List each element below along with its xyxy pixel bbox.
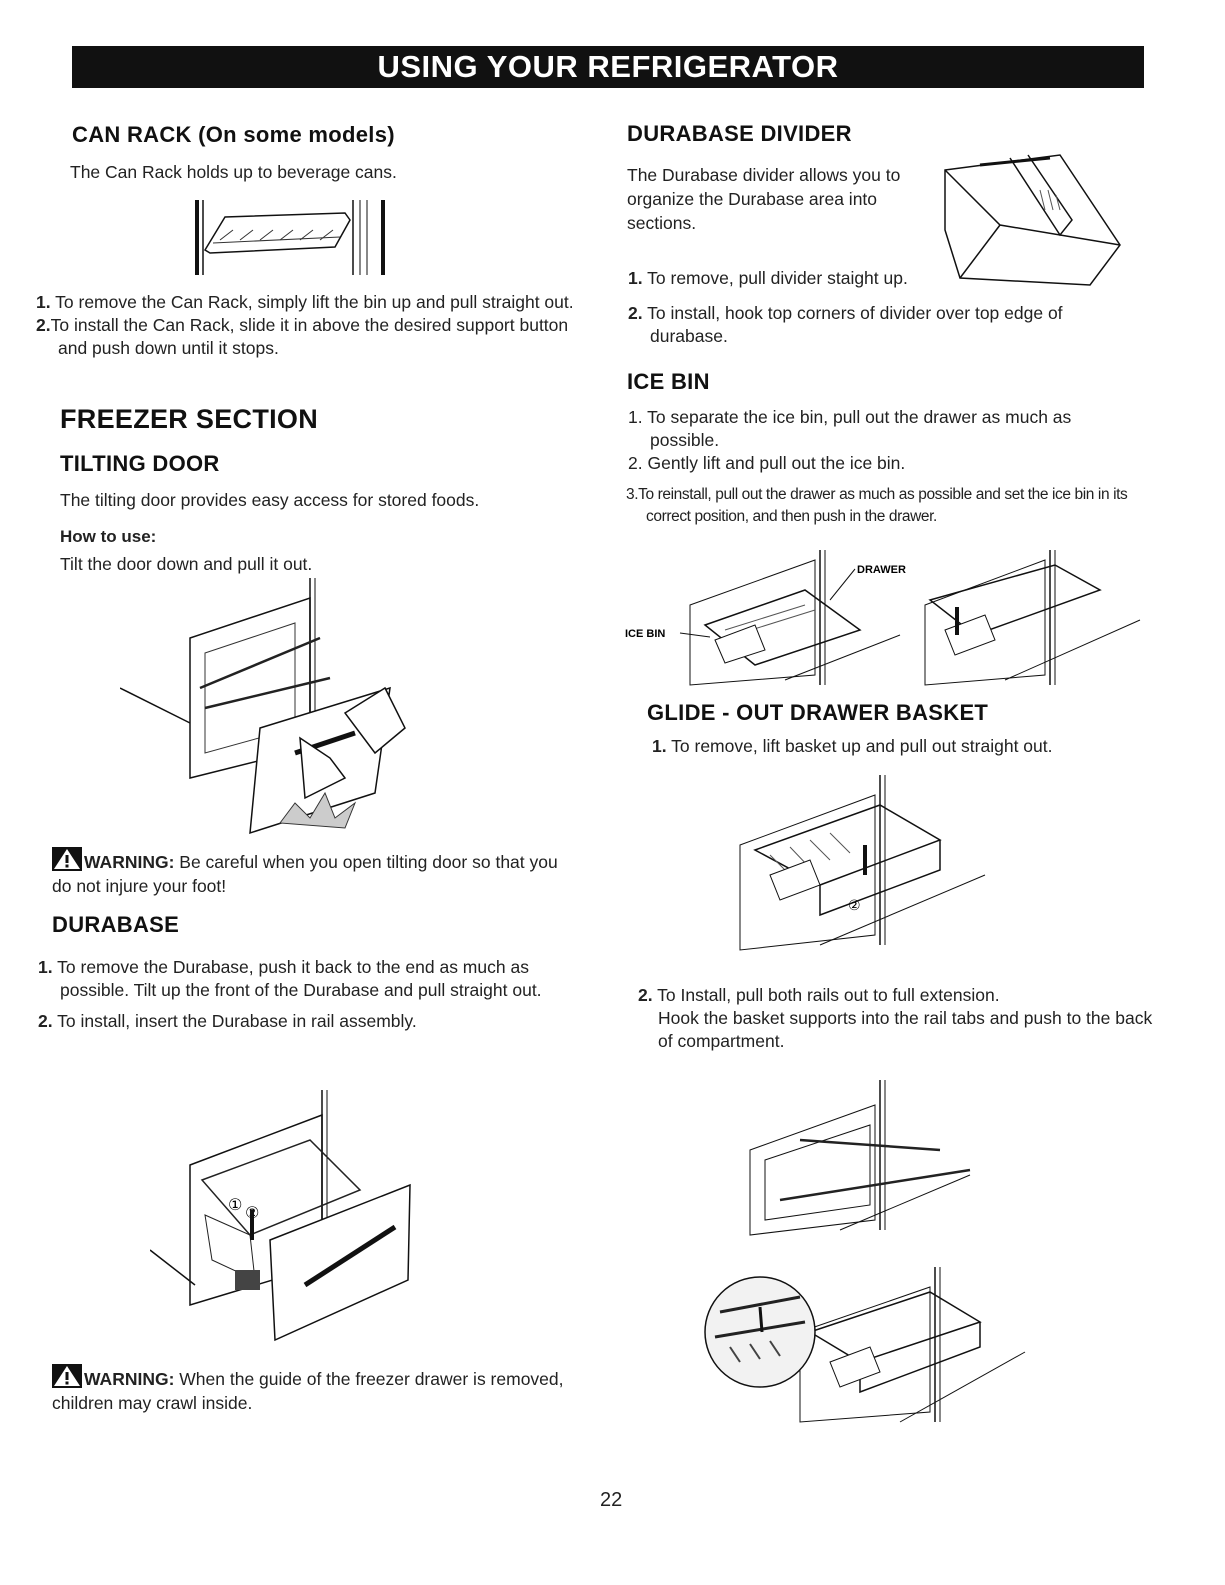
warning-tilting-door: WARNING: Be careful when you open tiltin… [52,847,572,898]
durabase-divider-intro: The Durabase divider allows you to organ… [627,165,901,233]
tilting-door-illustration [120,578,410,838]
durabase-steps: 1. To remove the Durabase, push it back … [36,956,566,1033]
page-number: 22 [600,1489,623,1511]
glide-out-step2: 2. To Install, pull both rails out to fu… [636,984,1156,1053]
warning-label: WARNING: [84,1369,175,1389]
drawer-label: DRAWER [857,564,906,576]
ice-bin-steps: 1. To separate the ice bin, pull out the… [626,406,1141,528]
warning-text: When the guide of the freezer drawer is … [52,1369,564,1413]
warning-freezer-guide: WARNING: When the guide of the freezer d… [52,1364,572,1415]
glide-out-title: GLIDE - OUT DRAWER BASKET [647,700,989,725]
ice-bin-illustration: ICE BIN DRAWER [625,545,1145,690]
svg-text:②: ② [848,898,861,914]
durabase-illustration: ① ② [150,1085,420,1350]
how-to-use-label: How to use: [60,527,157,546]
list-item: 1. To separate the ice bin, pull out the… [628,407,1072,450]
tilting-door-intro: The tilting door provides easy access fo… [60,490,480,510]
can-rack-title: CAN RACK (On some models) [72,122,395,147]
list-item: 2. To install, insert the Durabase in ra… [38,1011,417,1031]
list-item: 3.To reinstall, pull out the drawer as m… [626,486,1128,525]
can-rack-illustration [185,195,395,280]
list-item: 1. To remove, lift basket up and pull ou… [652,736,1053,756]
list-item: 2. To install, hook top corners of divid… [628,303,1063,346]
list-item: 1. To remove the Can Rack, simply lift t… [36,292,574,312]
list-item: 1. To remove, pull divider staight up. [628,268,908,288]
durabase-title: DURABASE [52,912,180,937]
warning-triangle-icon [52,1364,82,1388]
how-to-use-text: Tilt the door down and pull it out. [60,554,313,574]
glide-out-install-illustration [700,1262,1030,1427]
durabase-divider-steps: 1. To remove, pull divider staight up. 2… [626,267,1136,348]
ice-bin-label: ICE BIN [625,628,665,640]
tilting-door-title: TILTING DOOR [60,451,220,476]
warning-triangle-icon [52,847,82,871]
durabase-divider-illustration [940,150,1130,290]
list-item: 2. To Install, pull both rails out to fu… [638,985,1000,1005]
glide-out-rails-illustration [740,1080,980,1240]
svg-text:①: ① [228,1195,242,1214]
durabase-divider-title: DURABASE DIVIDER [627,121,852,146]
freezer-section-title: FREEZER SECTION [60,404,319,434]
glide-out-remove-illustration: ② [730,775,990,955]
step2-continuation: Hook the basket supports into the rail t… [658,1008,1153,1051]
glide-out-step1: 1. To remove, lift basket up and pull ou… [650,735,1130,758]
list-item: 1. To remove the Durabase, push it back … [38,957,542,1000]
page-banner: USING YOUR REFRIGERATOR [72,46,1144,88]
warning-label: WARNING: [84,852,175,872]
warning-text: Be careful when you open tilting door so… [52,852,558,896]
can-rack-steps: 1. To remove the Can Rack, simply lift t… [34,291,579,360]
list-item: 2.To install the Can Rack, slide it in a… [36,315,569,358]
can-rack-intro: The Can Rack holds up to beverage cans. [70,162,397,182]
ice-bin-title: ICE BIN [627,369,710,394]
list-item: 2. Gently lift and pull out the ice bin. [628,453,906,473]
